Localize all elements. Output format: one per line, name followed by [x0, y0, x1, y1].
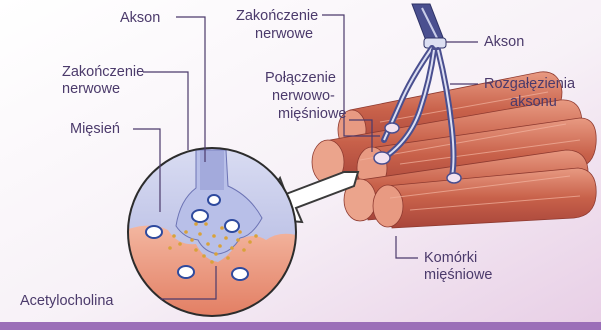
label-rozgalezienia-1: Rozgałęzienia: [484, 76, 576, 92]
label-miesien: Mięsień: [70, 121, 120, 137]
label-zakonczenie-left-2: nerwowe: [62, 81, 120, 97]
bottom-band: [0, 322, 601, 330]
label-zakonczenie-left-1: Zakończenie: [62, 64, 144, 80]
label-rozgalezienia-2: aksonu: [510, 94, 557, 110]
label-akson-right: Akson: [484, 34, 524, 50]
label-polaczenie-3: mięśniowe: [278, 106, 347, 122]
label-acetylocholina: Acetylocholina: [20, 293, 114, 309]
label-akson-top: Akson: [120, 10, 160, 26]
label-zakonczenie-top-1: Zakończenie: [236, 8, 318, 24]
label-zakonczenie-top-2: nerwowe: [255, 26, 313, 42]
label-polaczenie-2: nerwowo-: [272, 88, 335, 104]
label-polaczenie-1: Połączenie: [265, 70, 336, 86]
label-komorki-1: Komórki: [424, 250, 477, 266]
label-komorki-2: mięśniowe: [424, 267, 493, 283]
